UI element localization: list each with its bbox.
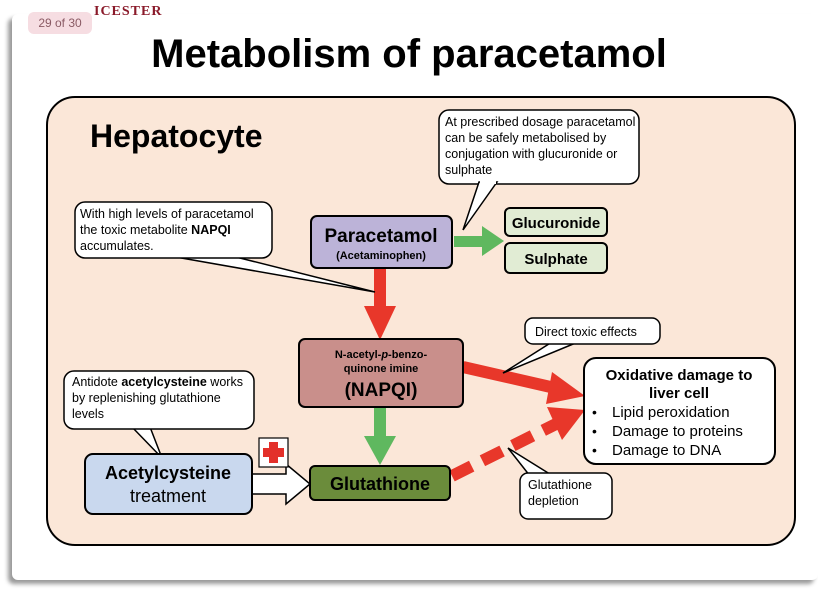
oxidative-title-line2: liver cell bbox=[649, 385, 709, 402]
bullet-icon: • bbox=[592, 404, 597, 420]
oxidative-title-line1: Oxidative damage to bbox=[606, 367, 753, 384]
sulphate-label: Sulphate bbox=[524, 251, 587, 268]
napqi-chemical-name-line1: N-acetyl-p-benzo- bbox=[335, 349, 428, 361]
high-levels-text: With high levels of paracetamol the toxi… bbox=[80, 207, 254, 253]
glutathione-label: Glutathione bbox=[330, 474, 430, 494]
brand-logo-fragment: ICESTER bbox=[94, 4, 163, 16]
acetylcysteine-subtitle: treatment bbox=[130, 486, 206, 506]
antidote-text: Antidote acetylcysteine works by repleni… bbox=[72, 375, 243, 421]
depletion-text: Glutathione depletion bbox=[528, 478, 592, 508]
acetylcysteine-arrow bbox=[251, 462, 312, 506]
hepatocyte-label: Hepatocyte bbox=[90, 118, 263, 154]
napqi-glutathione-arrow bbox=[364, 408, 396, 465]
first-aid-cross-icon bbox=[258, 437, 289, 468]
oxidative-damage-node: Oxidative damage to liver cell • Lipid p… bbox=[583, 357, 776, 465]
direct-toxic-callout: Direct toxic effects bbox=[502, 317, 661, 374]
acetylcysteine-name: Acetylcysteine bbox=[105, 463, 231, 483]
oxidative-item: Damage to proteins bbox=[612, 423, 743, 440]
prescribed-dosage-callout: At prescribed dosage paracetamol can be … bbox=[438, 109, 640, 231]
glutathione-depletion-arrow bbox=[449, 407, 585, 482]
napqi-formation-arrow bbox=[364, 268, 396, 340]
direct-toxic-text: Direct toxic effects bbox=[535, 325, 637, 339]
sulphate-node: Sulphate bbox=[504, 242, 608, 274]
paracetamol-subtitle: (Acetaminophen) bbox=[336, 250, 426, 262]
napqi-chemical-name-line2: quinone imine bbox=[344, 363, 419, 375]
bullet-icon: • bbox=[592, 423, 597, 439]
high-levels-callout: With high levels of paracetamol the toxi… bbox=[74, 201, 376, 293]
direct-toxic-arrow bbox=[461, 361, 585, 404]
slide-title: Metabolism of paracetamol bbox=[151, 32, 667, 76]
napqi-abbreviation: (NAPQI) bbox=[345, 380, 418, 401]
prescribed-dosage-text: At prescribed dosage paracetamol can be … bbox=[445, 115, 636, 177]
glucuronide-node: Glucuronide bbox=[504, 207, 608, 237]
oxidative-item: Damage to DNA bbox=[612, 442, 721, 459]
glutathione-node: Glutathione bbox=[309, 465, 451, 501]
acetylcysteine-node: Acetylcysteine treatment bbox=[84, 453, 253, 515]
conjugation-arrow bbox=[454, 226, 504, 256]
paracetamol-name: Paracetamol bbox=[324, 226, 437, 247]
depletion-callout: Glutathione depletion bbox=[507, 447, 613, 520]
page-indicator: 29 of 30 bbox=[28, 12, 92, 34]
napqi-node: N-acetyl-p-benzo- quinone imine (NAPQI) bbox=[298, 338, 464, 408]
bullet-icon: • bbox=[592, 442, 597, 458]
oxidative-item: Lipid peroxidation bbox=[612, 404, 730, 421]
glucuronide-label: Glucuronide bbox=[512, 215, 600, 232]
antidote-callout: Antidote acetylcysteine works by repleni… bbox=[63, 370, 255, 459]
paracetamol-node: Paracetamol (Acetaminophen) bbox=[310, 215, 453, 269]
